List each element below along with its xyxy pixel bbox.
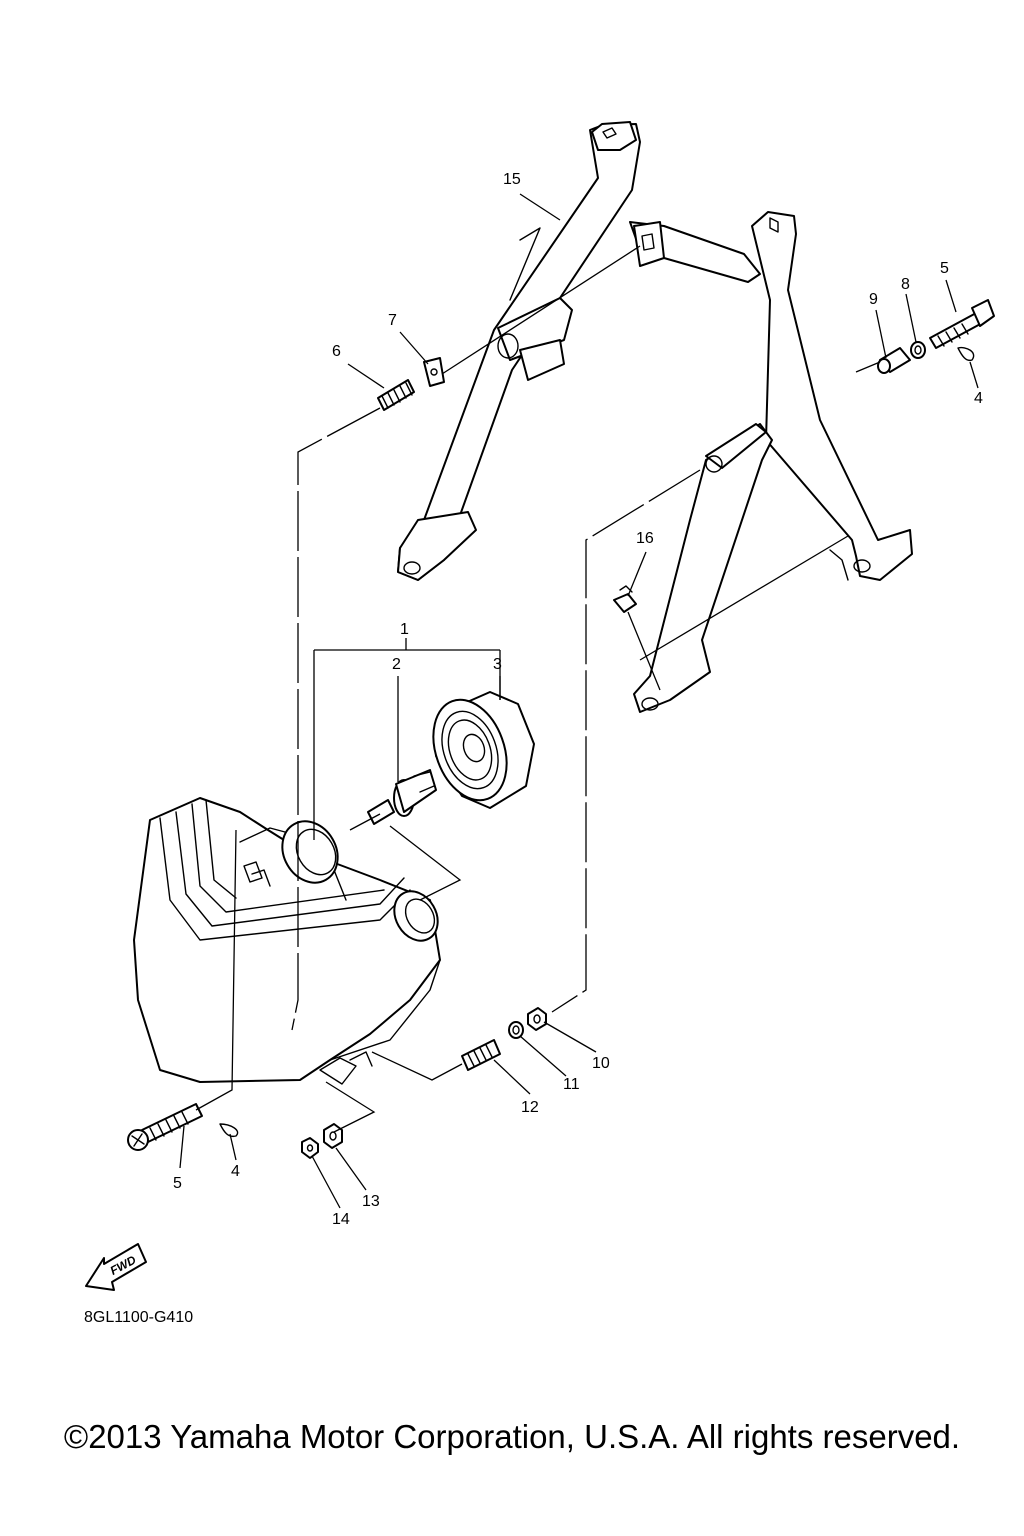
diagram-code: 8GL1100-G410 xyxy=(84,1309,194,1326)
callout-7: 7 xyxy=(388,312,397,329)
leader-lines xyxy=(179,193,979,1209)
collar-9 xyxy=(877,347,911,374)
grommet-16 xyxy=(613,585,637,613)
spring-12 xyxy=(461,1039,501,1071)
callout-4-upper: 4 xyxy=(974,390,983,407)
callout-4-lower: 4 xyxy=(231,1163,240,1180)
callout-1: 1 xyxy=(400,621,409,638)
bulb-2 xyxy=(367,769,437,825)
callout-9: 9 xyxy=(869,291,878,308)
collar-11 xyxy=(508,1021,524,1039)
callout-10: 10 xyxy=(592,1055,610,1072)
callout-12: 12 xyxy=(521,1099,539,1116)
callout-6: 6 xyxy=(332,343,341,360)
callout-11: 11 xyxy=(563,1076,580,1093)
callout-15: 15 xyxy=(503,171,521,188)
nut-10 xyxy=(527,1007,547,1031)
copyright-notice: ©2013 Yamaha Motor Corporation, U.S.A. A… xyxy=(63,1418,961,1455)
callout-5-upper: 5 xyxy=(940,260,949,277)
clip-7 xyxy=(423,357,445,387)
pin-4-lower xyxy=(219,1123,239,1138)
washer-8 xyxy=(910,341,926,359)
callout-16: 16 xyxy=(636,530,654,547)
callout-8: 8 xyxy=(901,276,910,293)
bolt-5-upper xyxy=(929,299,995,349)
washer-14 xyxy=(301,1137,319,1159)
headlight-unit xyxy=(133,797,441,1085)
spring-6 xyxy=(377,379,415,411)
callout-labels: 15 7 6 9 8 5 4 16 1 2 3 10 11 12 5 4 13 … xyxy=(173,171,983,1228)
headlight-stay xyxy=(397,121,913,713)
callout-13: 13 xyxy=(362,1193,380,1210)
callout-2: 2 xyxy=(392,656,401,673)
fwd-arrow-icon: FWD xyxy=(85,1243,147,1291)
callout-14: 14 xyxy=(332,1211,350,1228)
callout-3: 3 xyxy=(493,656,502,673)
pin-4-upper xyxy=(957,346,975,362)
nut-13 xyxy=(323,1123,343,1149)
callout-5-lower: 5 xyxy=(173,1175,182,1192)
socket-cover-3 xyxy=(432,691,535,809)
bolt-5-lower xyxy=(127,1103,203,1151)
